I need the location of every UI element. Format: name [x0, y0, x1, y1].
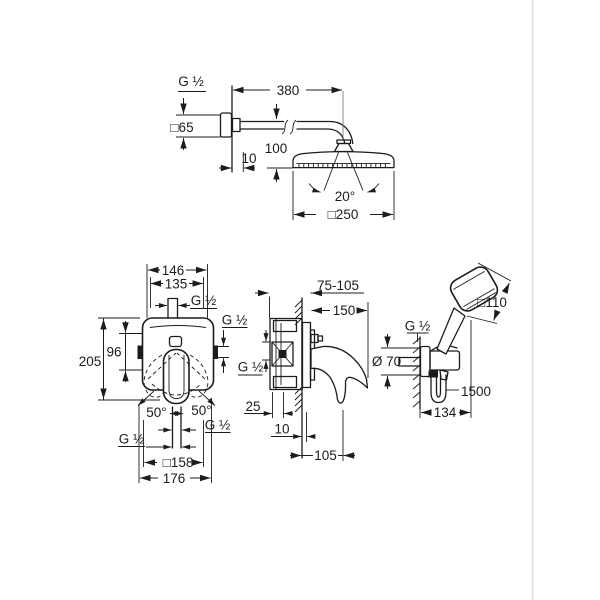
arm-connector [231, 117, 241, 133]
plate-inner-edge [149, 325, 207, 328]
dim-height-label: 205 [79, 354, 102, 369]
dim-head-size-label: □250 [328, 207, 359, 222]
lever-inner-contour [168, 355, 185, 399]
cartridge-center [278, 350, 287, 358]
spray-angle-arrow-right [367, 183, 380, 193]
hand-shower-head [449, 266, 499, 312]
dim-head-size-ext-right [466, 262, 512, 324]
thread-label-top: G ½ [178, 74, 204, 89]
dim-projection-label: 150 [333, 303, 356, 318]
lever-swung-right [187, 354, 209, 398]
dim-hose-length-label: 1500 [461, 384, 491, 399]
hand-shower-face-lines [453, 270, 496, 311]
diverter-stub-tip [317, 335, 324, 342]
shower-arm [239, 120, 354, 145]
thread-side-ext [218, 346, 229, 358]
dim-total-label: 176 [163, 471, 186, 486]
head-shower-view: G ½ 380 □65 100 10 20° □250 [170, 74, 395, 222]
dim-flange-ext-right [381, 347, 420, 376]
thread-top-label: G ½ [191, 293, 217, 308]
plate-section [301, 321, 312, 389]
wall-hatch-top [294, 299, 303, 326]
dim-width-top-label: 146 [162, 263, 185, 278]
dim-depth-range-label: 75-105 [317, 278, 359, 293]
dim-arm-length-label: 380 [277, 83, 300, 98]
head-cone [333, 142, 354, 153]
cartridge-box [271, 341, 294, 367]
dim-head-size-label-right: □110 [477, 295, 507, 310]
thread-underline-right [407, 332, 429, 342]
wall-hatch-right [412, 337, 421, 408]
swing-ray-left [137, 390, 155, 406]
swing-left-label: 50° [146, 405, 166, 420]
grip-end [439, 369, 449, 381]
dim-width-inner-label: 135 [165, 277, 188, 292]
dim-flange-diameter-label: Ø 70 [372, 354, 401, 369]
inlet-ext [262, 341, 270, 361]
dim-height-ext [98, 317, 160, 401]
dim-width-ext [146, 264, 208, 318]
dim-25-label: 25 [245, 399, 260, 414]
dim-head-size-arrow-up [501, 282, 510, 294]
dim-head-size-arrow-down [493, 309, 501, 321]
mixer-side-view: 75-105 150 G ½ 25 10 105 [238, 278, 369, 463]
dim-10-label: 10 [274, 422, 289, 437]
swing-ray-right [198, 390, 216, 406]
spray-angle-label: 20° [335, 189, 355, 204]
lever-handle-front [162, 348, 190, 405]
hand-shower-handle [436, 307, 466, 355]
supply-stub [398, 356, 421, 367]
bottom-outlet-stub [171, 406, 182, 449]
dim-wall-offset-label: 10 [241, 151, 256, 166]
dim-25-ext [272, 392, 284, 418]
valve-bottom-block [272, 375, 298, 389]
lever-swung-left [143, 354, 165, 398]
lever-handle-side [310, 345, 369, 404]
dim-inner-height-ext [119, 333, 142, 371]
spray-angle-arrow-left [308, 183, 321, 193]
dim-flange-ext [176, 114, 221, 138]
diverter-button [168, 335, 183, 348]
dim-total-ext [138, 398, 212, 483]
thread-label-right: G ½ [405, 319, 431, 334]
nozzle-ticks [298, 163, 386, 168]
hose-nut [428, 370, 438, 378]
valve-top-block [272, 319, 298, 333]
mixer-front-view: 146 135 G ½ G ½ 205 96 50° 50° G ½ G ½ □… [79, 263, 248, 486]
shower-head-side [292, 150, 395, 169]
thread-side-label: G ½ [222, 313, 248, 328]
dim-holder-projection-label: 134 [434, 405, 457, 420]
holder-body [429, 350, 461, 371]
hand-shower-view: □110 G ½ Ø 70 1500 134 [372, 262, 512, 420]
dim-inner-height-label: 96 [106, 345, 121, 360]
dim-flange-label: □65 [170, 120, 193, 135]
spray-angle-rays [323, 152, 364, 191]
swing-dashed-lines [147, 352, 206, 380]
swing-right-label: 50° [191, 403, 211, 418]
dim-105-label: 105 [314, 448, 337, 463]
top-outlet-stub [167, 297, 179, 319]
dim-head-size-ext [292, 171, 395, 220]
side-tab-right [213, 345, 218, 359]
thread-bottom-left-label: G ½ [119, 432, 145, 447]
arm-flange [219, 112, 233, 138]
thread-bottom-right-label: G ½ [205, 418, 231, 433]
wall-hatch-bottom [294, 386, 303, 413]
dim-box-ext [143, 420, 204, 467]
side-tab-left [137, 345, 143, 359]
dim-box-label: □158 [163, 455, 194, 470]
arm-break-symbol [281, 119, 297, 135]
thread-inlet-label: G ½ [238, 360, 264, 375]
swing-dashed-arc [151, 383, 202, 396]
dim-drop-label: 100 [265, 141, 288, 156]
hose-loop [430, 374, 447, 404]
